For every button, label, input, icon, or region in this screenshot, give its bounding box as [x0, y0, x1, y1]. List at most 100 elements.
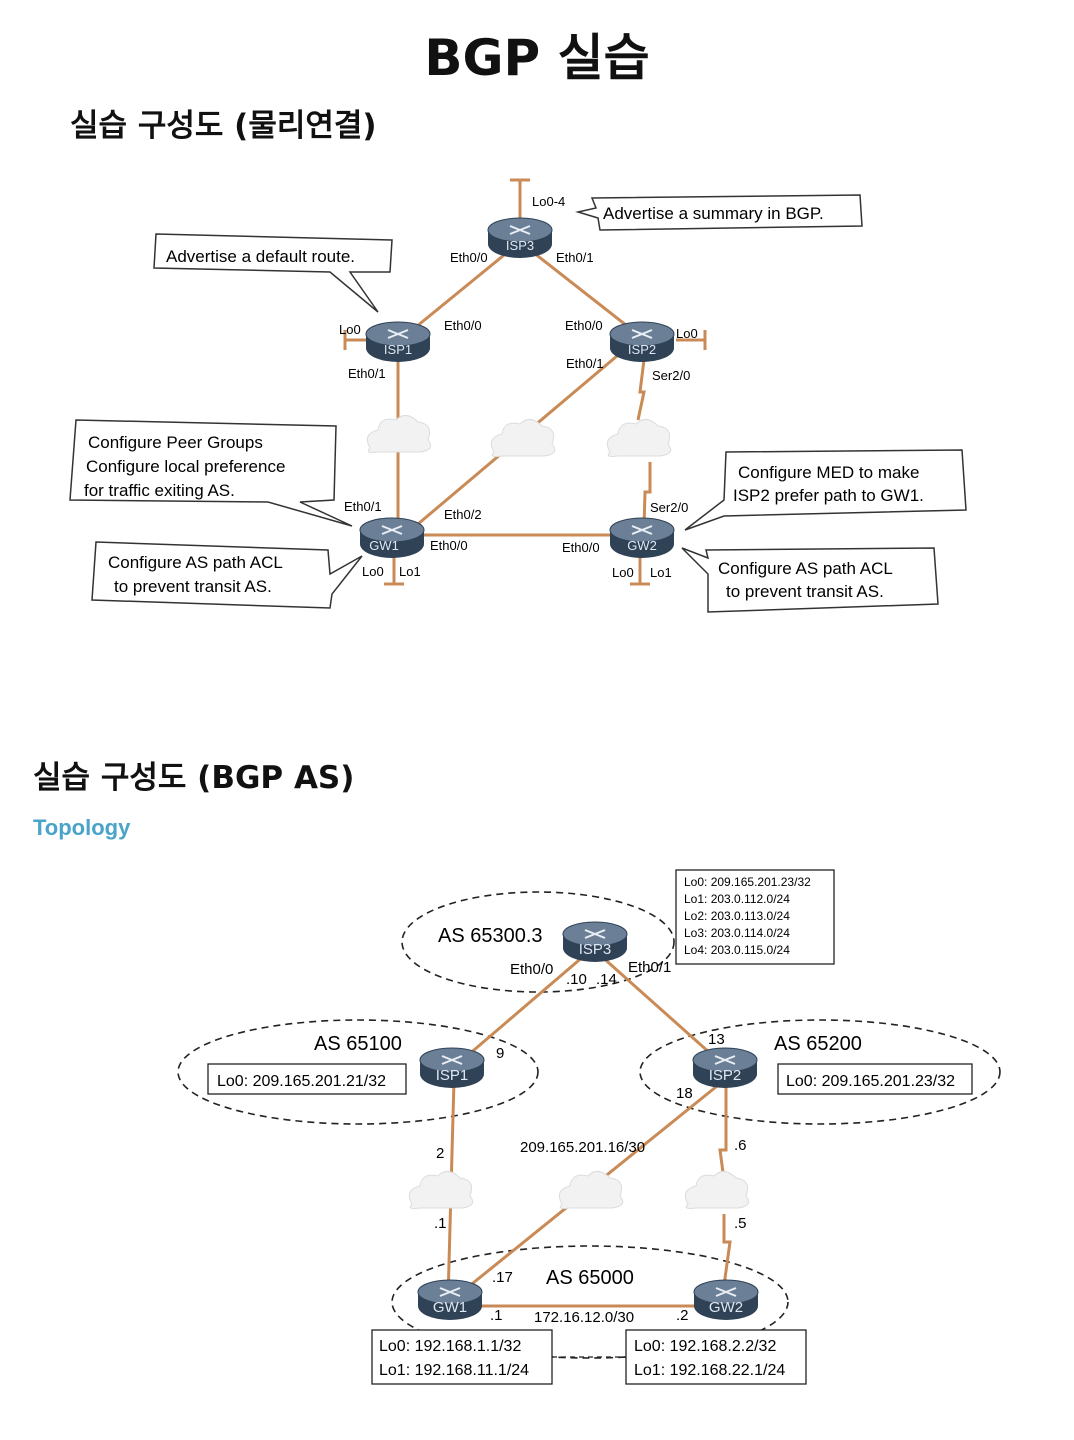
router-icon-gw1: GW1 [359, 517, 425, 559]
callout-box [684, 449, 967, 531]
network-label: 172.16.12.0/30 [534, 1309, 634, 1326]
loopback-text: Lo0: 209.165.201.21/32 [217, 1073, 386, 1090]
bgp-as-diagram: ISP3 ISP1 ISP2 GW1 GW2 AS 65300.3 AS 651… [177, 869, 1001, 1385]
loopback-box-isp1 [207, 1063, 407, 1095]
port-label: Lo0-4 [532, 194, 565, 209]
callout-text-isp3: Advertise a summary in BGP. [603, 204, 824, 223]
device-label-isp2: ISP2 [709, 1067, 742, 1084]
loopback-box-gw1 [371, 1329, 553, 1385]
callout-box [681, 547, 939, 613]
port-label: Eth0/0 [565, 318, 603, 333]
as-label-isp1: AS 65100 [314, 1033, 402, 1055]
port-label: Eth0/1 [348, 366, 386, 381]
port-label: Eth0/1 [344, 499, 382, 514]
loopback-text: Lo1: 192.168.11.1/24 [379, 1362, 529, 1379]
as-label-isp3: AS 65300.3 [438, 925, 543, 947]
ip-label: .1 [490, 1307, 503, 1324]
ip-label: .5 [734, 1215, 747, 1232]
ip-label: 18 [676, 1085, 693, 1102]
port-label: Lo0 [339, 322, 361, 337]
loopback-text: Lo4: 203.0.115.0/24 [684, 943, 790, 957]
loopback-text: Lo3: 203.0.114.0/24 [684, 926, 790, 940]
callout-text-gw1-peer: Configure local preference [86, 457, 285, 476]
loopback-text: Lo0: 209.165.201.23/32 [684, 875, 811, 889]
ip-label: .2 [676, 1307, 689, 1324]
link-isp3-isp2 [599, 953, 721, 1064]
link-isp3-isp1 [459, 953, 586, 1064]
port-label: Eth0/2 [444, 507, 482, 522]
port-label: Eth0/0 [450, 250, 488, 265]
as-boundary-gw [391, 1245, 789, 1359]
port-label: Eth0/1 [566, 356, 604, 371]
port-label: Lo0 [612, 565, 634, 580]
network-label: 209.165.201.16/30 [520, 1139, 645, 1156]
loopback-box-isp2 [777, 1063, 973, 1095]
ip-label: .1 [434, 1215, 447, 1232]
cloud-icon [684, 1170, 750, 1209]
callout-text-gw1-acl: to prevent transit AS. [114, 577, 272, 596]
ip-label: .10 [566, 971, 587, 988]
ip-label: .17 [492, 1269, 513, 1286]
topology-label: Topology [33, 815, 131, 840]
page-title: BGP 실습 [424, 29, 650, 87]
router-icon-isp1: ISP1 [365, 321, 431, 363]
cloud-icon [490, 418, 556, 457]
callout-box [575, 194, 863, 231]
port-label: Eth0/1 [628, 959, 671, 976]
as-label-isp2: AS 65200 [774, 1033, 862, 1055]
callout-box [153, 233, 393, 313]
section-title-physical: 실습 구성도 (물리연결) [70, 108, 377, 144]
port-label: Lo1 [650, 565, 672, 580]
cloud-icon [366, 414, 432, 453]
callout-text-gw1-peer: for traffic exiting AS. [84, 481, 235, 500]
device-label-isp2: ISP2 [628, 342, 656, 357]
router-icon-isp2: ISP2 [692, 1047, 758, 1089]
device-label-gw1: GW1 [369, 538, 399, 553]
router-icon-isp2: ISP2 [609, 321, 675, 363]
callout-text-isp1: Advertise a default route. [166, 247, 355, 266]
callout-text-gw1-acl: Configure AS path ACL [108, 553, 283, 572]
callout-text-gw2-med: ISP2 prefer path to GW1. [733, 486, 924, 505]
callout-text-gw2-acl: to prevent transit AS. [726, 582, 884, 601]
loopback-box-gw2 [625, 1329, 807, 1385]
link-isp2-gw2 [720, 1214, 732, 1301]
ip-label: .14 [596, 971, 617, 988]
port-label: Ser2/0 [650, 500, 688, 515]
link-gw2-serial [642, 462, 652, 529]
router-icon-gw1: GW1 [417, 1279, 483, 1321]
port-label: Lo0 [362, 564, 384, 579]
loopback-text: Lo2: 203.0.113.0/24 [684, 909, 790, 923]
router-icon-gw2: GW2 [693, 1279, 759, 1321]
loopback-text: Lo0: 192.168.1.1/32 [379, 1338, 521, 1355]
link-isp3-isp1 [399, 240, 521, 342]
loopback-text: Lo1: 192.168.22.1/24 [634, 1362, 785, 1379]
device-label-gw2: GW2 [709, 1299, 743, 1316]
device-label-isp1: ISP1 [384, 342, 412, 357]
port-label: Eth0/1 [556, 250, 594, 265]
callout-box [69, 419, 353, 527]
as-boundary-isp3 [401, 891, 675, 993]
router-icon-gw2: GW2 [609, 517, 675, 559]
cloud-icon [408, 1170, 474, 1209]
router-icon-isp3: ISP3 [562, 921, 628, 963]
router-icon-isp3: ISP3 [487, 217, 553, 259]
as-label-gw: AS 65000 [546, 1267, 634, 1289]
as-boundary-isp1 [177, 1019, 539, 1125]
callout-text-gw1-peer: Configure Peer Groups [88, 433, 263, 452]
device-label-gw2: GW2 [627, 538, 657, 553]
device-label-isp1: ISP1 [436, 1067, 469, 1084]
ip-label: .6 [734, 1137, 747, 1154]
port-label: Eth0/0 [430, 538, 468, 553]
device-label-isp3: ISP3 [579, 941, 612, 958]
section-title-bgp-as: 실습 구성도 (BGP AS) [33, 760, 355, 796]
loopback-text: Lo0: 209.165.201.23/32 [786, 1073, 955, 1090]
device-label-isp3: ISP3 [506, 238, 534, 253]
link-isp2-gw2 [718, 1080, 728, 1181]
loopback-text: Lo0: 192.168.2.2/32 [634, 1338, 776, 1355]
ip-label: 13 [708, 1031, 725, 1048]
port-label: Eth0/0 [444, 318, 482, 333]
loopback-box-isp3 [675, 869, 835, 965]
port-label: Lo0 [676, 326, 698, 341]
loopback-text: Lo1: 203.0.112.0/24 [684, 892, 790, 906]
